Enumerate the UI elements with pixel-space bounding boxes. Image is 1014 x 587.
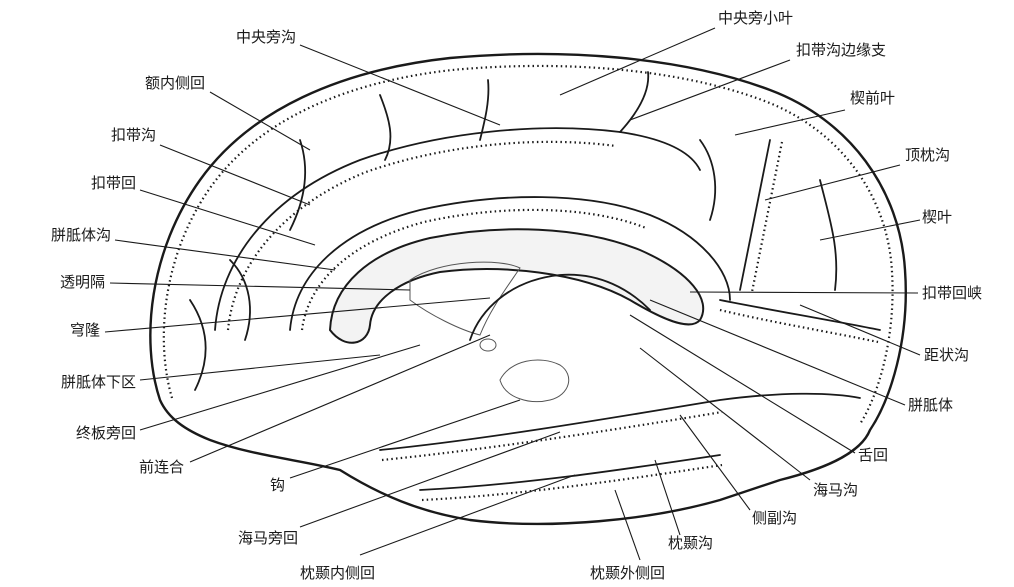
label-septum-pellucidum: 透明隔: [60, 273, 105, 291]
label-medial-frontal-gyrus: 额内侧回: [145, 74, 205, 92]
label-paraterminal-gyrus: 终板旁回: [76, 424, 136, 442]
label-cingulate-sulcus: 扣带沟: [111, 126, 156, 144]
anterior-commissure-shape: [480, 339, 496, 351]
label-subcallosal-area: 胼胝体下区: [61, 373, 136, 391]
label-marginal-branch: 扣带沟边缘支: [796, 41, 886, 59]
leader-parahippocampal-gyrus: [300, 432, 560, 527]
collateral-sulcus-line: [380, 394, 860, 450]
labels: 中央旁小叶 中央旁沟 扣带沟边缘支 额内侧回 楔前叶 扣带沟 顶枕沟 扣带回 楔…: [51, 9, 982, 582]
label-hippocampal-sulcus: 海马沟: [813, 481, 858, 499]
label-lateral-occipitotemporal-gyrus: 枕颞外侧回: [590, 564, 665, 582]
leader-lingual-gyrus: [630, 315, 855, 453]
leader-hippocampal-sulcus: [640, 348, 810, 480]
leader-isthmus: [690, 292, 918, 293]
uncus-shape: [500, 360, 569, 402]
leader-paraterminal-gyrus: [140, 345, 420, 430]
cingulate-sulcus-line: [215, 128, 700, 330]
marginal-branch-line: [620, 72, 648, 132]
frontal-sulcus-3: [190, 300, 206, 390]
leader-cingulate-gyrus: [140, 190, 315, 245]
label-medial-occipitotemporal-gyrus: 枕颞内侧回: [300, 564, 375, 582]
label-paracentral-lobule: 中央旁小叶: [718, 9, 793, 27]
leader-collateral-sulcus: [680, 415, 750, 510]
leader-lateral-occipitotemporal-gyrus: [615, 490, 640, 560]
hemisphere-outline: [150, 54, 905, 524]
frontal-sulcus-4: [380, 95, 390, 160]
leader-corpus-callosum: [650, 300, 905, 405]
label-precuneus: 楔前叶: [850, 89, 895, 107]
cuneus-sulcus-1: [820, 180, 836, 290]
leader-marginal-branch: [630, 60, 790, 120]
precuneus-sulcus-1: [700, 140, 715, 220]
frontal-sulcus-2: [230, 260, 250, 340]
label-parahippocampal-gyrus: 海马旁回: [238, 529, 298, 547]
leader-lines: [105, 28, 920, 560]
leader-uncus: [290, 400, 520, 478]
frontal-sulcus-1: [290, 140, 305, 230]
label-lingual-gyrus: 舌回: [858, 446, 888, 464]
label-occipitotemporal-sulcus: 枕颞沟: [668, 534, 713, 552]
label-isthmus-cingulate: 扣带回峡: [922, 284, 982, 302]
label-collateral-sulcus: 侧副沟: [752, 509, 797, 527]
leader-cingulate-sulcus: [160, 145, 310, 205]
occipitotemporal-sulcus-hatch: [422, 465, 722, 500]
label-corpus-callosum: 胼胝体: [908, 396, 953, 414]
leader-callosal-sulcus: [115, 240, 335, 270]
leader-cuneus: [820, 220, 920, 240]
label-paracentral-sulcus: 中央旁沟: [236, 28, 296, 46]
label-cuneus: 楔叶: [922, 208, 952, 226]
label-fornix: 穹隆: [70, 321, 100, 339]
label-calcarine-sulcus: 距状沟: [924, 346, 969, 364]
label-parieto-occipital-sulcus: 顶枕沟: [905, 146, 950, 164]
leader-paracentral-lobule: [560, 28, 715, 95]
label-anterior-commissure: 前连合: [139, 458, 184, 476]
collateral-sulcus-hatch: [382, 412, 722, 460]
paracentral-sulcus-line: [480, 80, 488, 140]
brain-illustration: [150, 54, 905, 524]
label-callosal-sulcus: 胼胝体沟: [51, 226, 111, 244]
parieto-occipital-sulcus-hatch: [752, 142, 782, 292]
label-uncus: 钩: [270, 476, 285, 494]
leader-occipitotemporal-sulcus: [655, 460, 680, 535]
parieto-occipital-sulcus-line: [740, 140, 770, 290]
label-cingulate-gyrus: 扣带回: [91, 174, 136, 192]
